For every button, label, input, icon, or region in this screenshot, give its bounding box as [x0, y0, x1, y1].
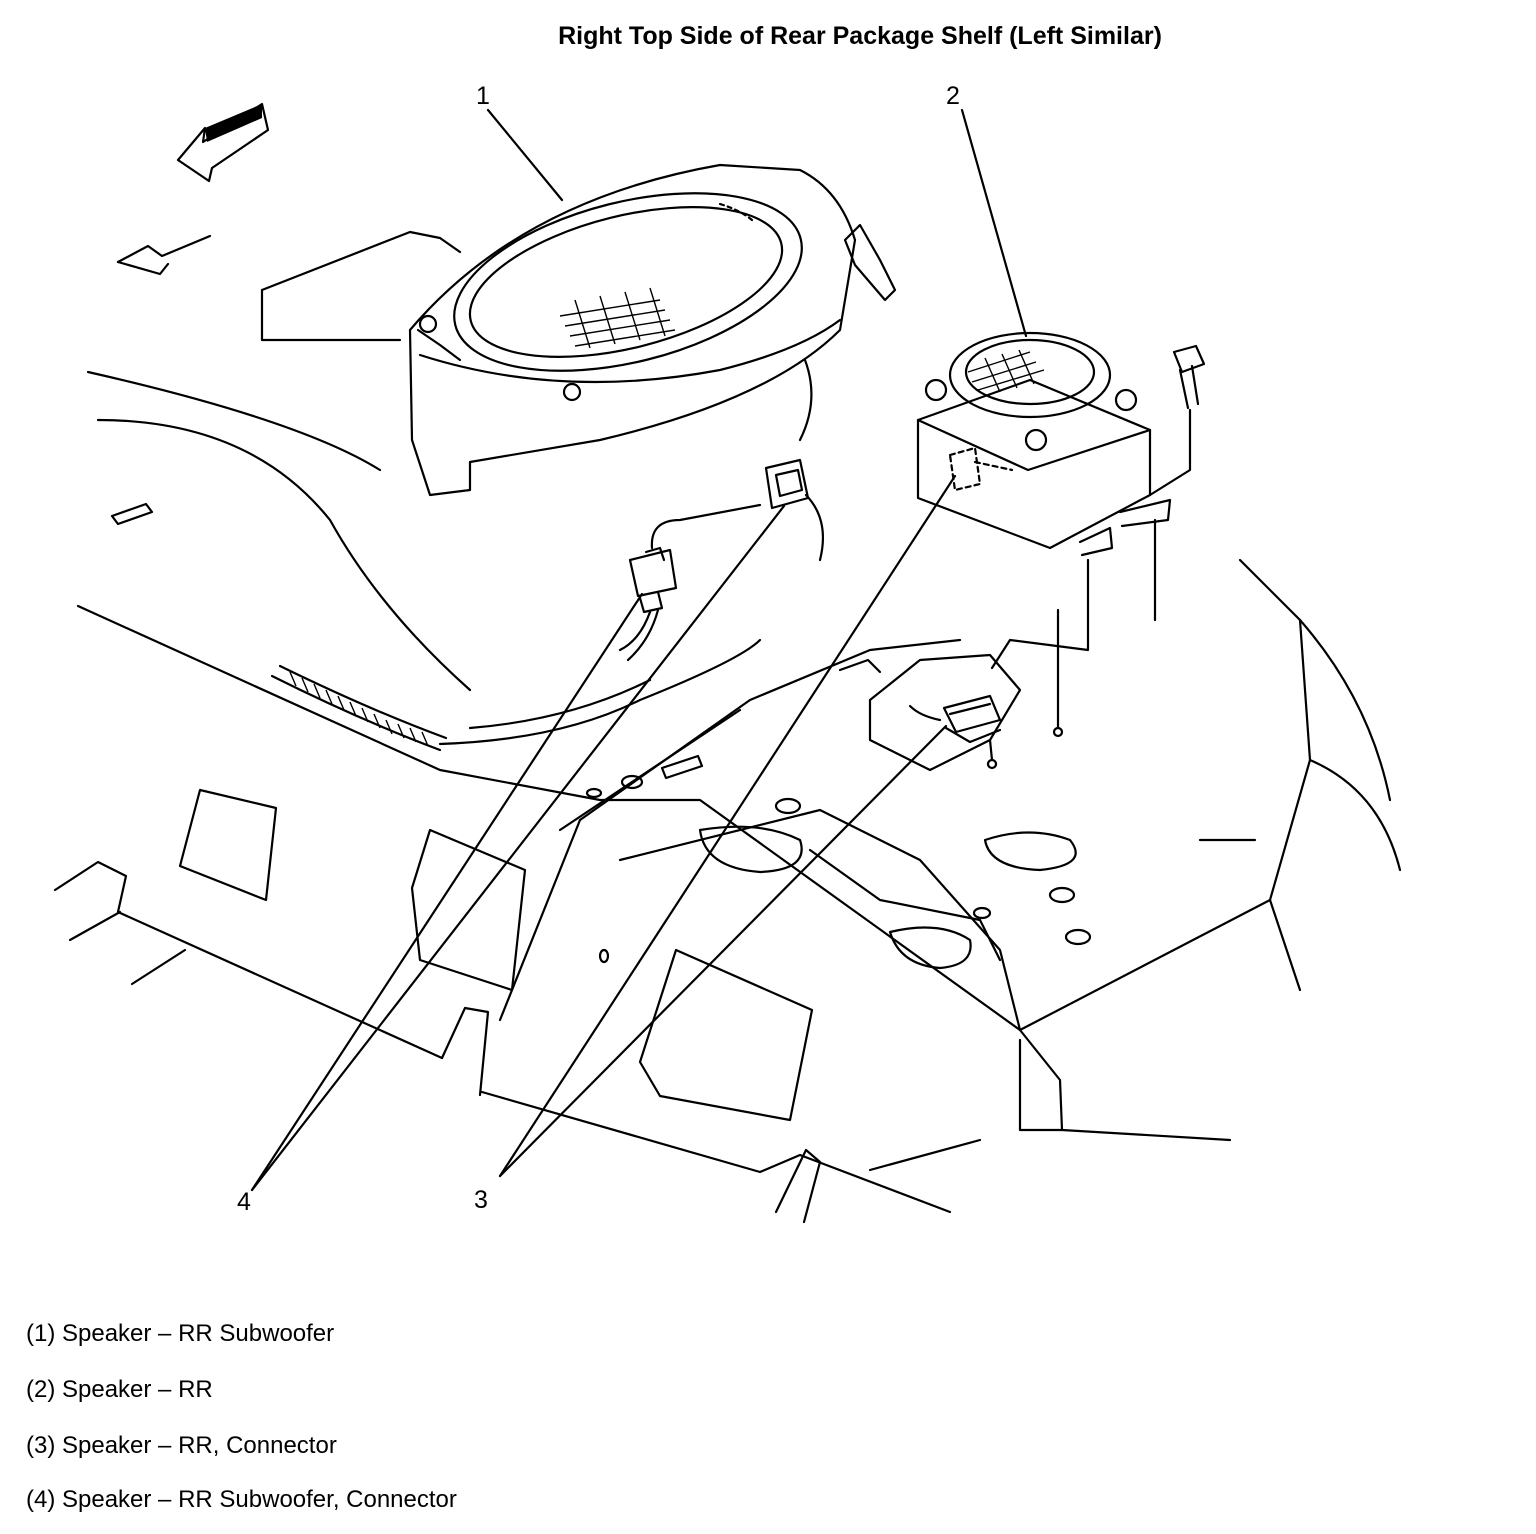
legend-item-3: (3) Speaker – RR, Connector	[26, 1432, 337, 1459]
forward-arrow-icon	[176, 102, 270, 183]
callout-2: 2	[946, 82, 960, 110]
subwoofer-connector	[618, 458, 824, 662]
package-shelf-panel	[53, 230, 1402, 1224]
legend-item-1: (1) Speaker – RR Subwoofer	[26, 1320, 335, 1347]
leader-lines	[250, 108, 1028, 1192]
rear-speaker-connector	[908, 694, 1002, 770]
callout-3: 3	[474, 1186, 488, 1214]
callout-1: 1	[476, 82, 490, 110]
wire-harness	[270, 638, 762, 752]
legend-item-4: (4) Speaker – RR Subwoofer, Connector	[26, 1486, 457, 1513]
package-shelf-illustration: 1 2 3 4	[53, 82, 1402, 1224]
callout-4: 4	[237, 1188, 251, 1216]
mounting-bolt	[1148, 344, 1206, 497]
diagram-title: Right Top Side of Rear Package Shelf (Le…	[558, 22, 1162, 50]
subwoofer-speaker	[408, 163, 897, 497]
legend-item-2: (2) Speaker – RR	[26, 1376, 213, 1403]
rear-speaker	[916, 331, 1172, 738]
